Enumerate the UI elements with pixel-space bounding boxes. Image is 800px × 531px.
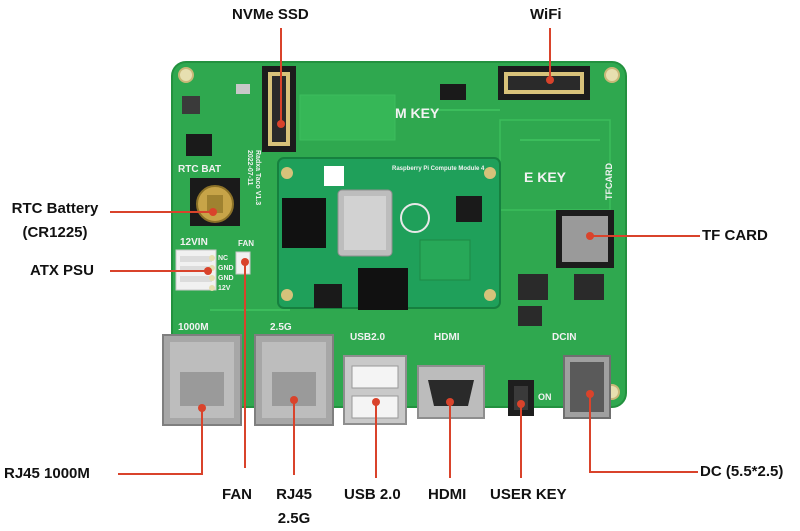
silk-m-key: M KEY xyxy=(395,105,440,121)
silk-e-key: E KEY xyxy=(524,169,567,185)
leader-lines xyxy=(110,28,700,478)
tf-card-slot xyxy=(556,210,614,268)
silk-rtc-bat: RTC BAT xyxy=(178,164,221,175)
silk-usb20: USB2.0 xyxy=(350,332,385,343)
silk-atx-pin-2: GND xyxy=(218,265,234,272)
label-atx-psu: ATX PSU xyxy=(30,262,94,279)
leader-dots xyxy=(198,76,594,412)
label-rtc-battery-model: (CR1225) xyxy=(22,224,88,241)
silk-hdmi: HDMI xyxy=(434,332,460,343)
silk-12vin: 12VIN xyxy=(180,237,208,248)
silk-atx-pin-1: NC xyxy=(218,255,228,262)
label-rj45-1000m: RJ45 1000M xyxy=(4,465,90,482)
label-rj45-25g: RJ45 2.5G xyxy=(268,486,320,528)
dc-jack xyxy=(563,355,611,419)
label-fan: FAN xyxy=(222,486,252,503)
silk-tfcard: TFCARD xyxy=(604,163,614,200)
label-user-key: USER KEY xyxy=(490,486,567,503)
label-nvme-ssd: NVMe SSD xyxy=(232,6,309,23)
label-usb-20: USB 2.0 xyxy=(344,486,401,503)
label-rtc-battery-title: RTC Battery xyxy=(11,200,99,217)
compute-module xyxy=(277,157,501,310)
label-hdmi: HDMI xyxy=(428,486,467,503)
silk-25g: 2.5G xyxy=(270,322,292,333)
label-tf-card: TF CARD xyxy=(702,227,768,244)
label-rj45-25g-title: RJ45 xyxy=(276,486,312,503)
leader-rj45-1000m xyxy=(118,408,203,475)
silk-module-name: Raspberry Pi Compute Module 4 xyxy=(392,166,485,172)
silk-1000m: 1000M xyxy=(178,322,209,333)
silk-board-date: 2022-07-11 xyxy=(246,150,253,186)
label-rtc-battery: RTC Battery (CR1225) xyxy=(4,200,106,242)
label-rj45-25g-speed: 2.5G xyxy=(277,510,311,527)
wifi-slot xyxy=(498,66,590,100)
label-wifi: WiFi xyxy=(530,6,562,23)
silk-fan: FAN xyxy=(238,239,254,248)
nvme-slot xyxy=(262,66,296,152)
silk-atx-pin-4: 12V xyxy=(218,285,231,292)
silk-board-name: Radxa Taco V1.3 xyxy=(254,150,261,205)
silk-atx-pin-3: GND xyxy=(218,275,234,282)
rtc-battery-holder xyxy=(190,178,240,226)
hdmi-port xyxy=(417,365,485,419)
label-dc: DC (5.5*2.5) xyxy=(700,463,784,480)
silk-dcin: DCIN xyxy=(552,332,576,343)
leader-dc xyxy=(589,394,698,473)
silk-on: ON xyxy=(538,392,552,402)
